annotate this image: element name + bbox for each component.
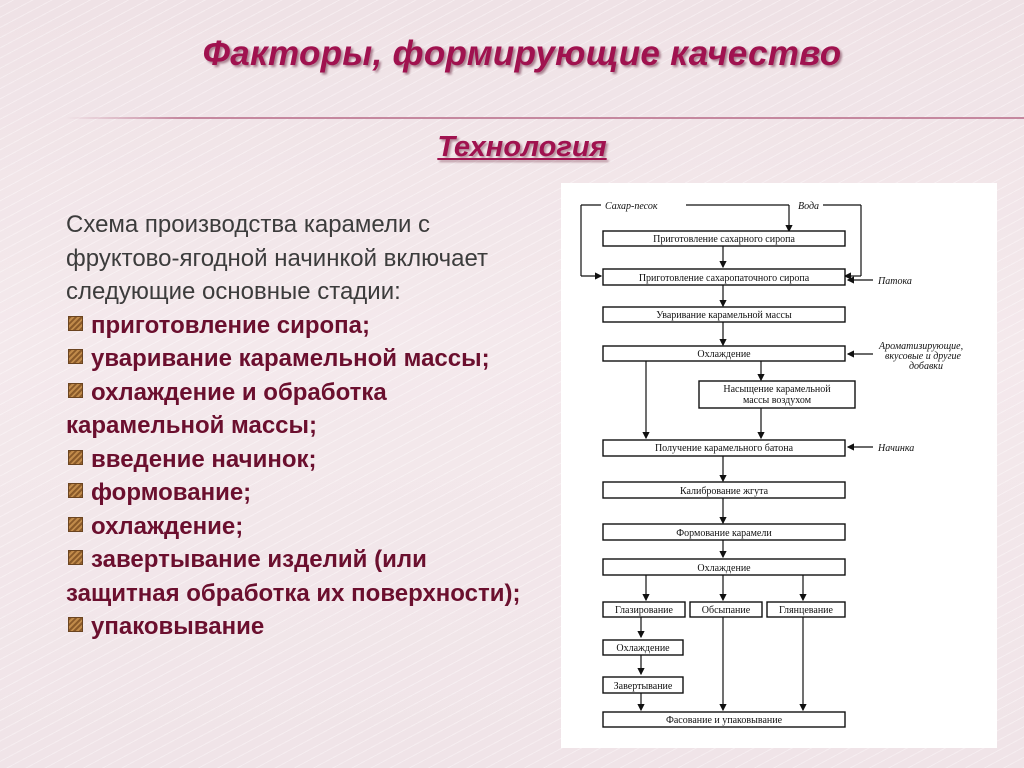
- box-label: Глазирование: [615, 605, 673, 616]
- input-label-water: Вода: [798, 201, 819, 212]
- stage-list: приготовление сиропа; уваривание карамел…: [66, 309, 536, 644]
- title-divider: [66, 117, 1024, 119]
- stage-label: охлаждение и обработка карамельной массы…: [66, 378, 387, 440]
- input-label-additives: добавки: [909, 361, 943, 372]
- stage-item: упаковывание: [66, 610, 536, 644]
- stage-label: упаковывание: [91, 613, 265, 640]
- box-cooling-2: [602, 558, 846, 576]
- stage-label: охлаждение;: [91, 512, 244, 540]
- input-label-molasses: Патока: [877, 276, 912, 287]
- bullet-icon: [68, 550, 83, 565]
- box-label: Глянцевание: [779, 605, 833, 616]
- slide-title: Факторы, формирующие качество: [202, 34, 842, 73]
- box-cooling-1: [602, 345, 846, 362]
- box-sugar-molasses-syrup: [602, 268, 846, 286]
- box-label: Насыщение карамельной: [723, 384, 831, 395]
- box-label: Охлаждение: [616, 643, 670, 654]
- box-label: Обсыпание: [702, 605, 751, 616]
- box-sprinkling: [689, 601, 763, 618]
- input-label-additives: Ароматизирующие,: [878, 341, 963, 352]
- box-label: Фасование и упаковывание: [666, 715, 783, 726]
- box-label: массы воздухом: [743, 395, 812, 406]
- stage-item: приготовление сиропа;: [66, 309, 536, 343]
- intro-text: Схема производства карамели с фруктово-я…: [66, 211, 489, 305]
- bullet-icon: [68, 349, 83, 364]
- flowchart-panel: Приготовление сахарного сиропа Приготовл…: [561, 183, 997, 748]
- box-aeration: [698, 380, 856, 409]
- box-calibration: [602, 481, 846, 499]
- box-polishing: [766, 601, 846, 618]
- body-text: Схема производства карамели с фруктово-я…: [66, 208, 536, 644]
- stage-item: уваривание карамельной массы;: [66, 342, 536, 376]
- stage-label: уваривание карамельной массы;: [91, 345, 490, 372]
- input-label-sugar: Сахар-песок: [605, 201, 658, 212]
- stage-item: охлаждение;: [66, 510, 536, 544]
- input-label-additives: вкусовые и другие: [885, 351, 961, 362]
- box-label: Получение карамельного батона: [655, 443, 794, 454]
- bullet-icon: [68, 382, 83, 398]
- box-sugar-syrup: [602, 230, 846, 247]
- stage-label: введение начинок;: [91, 445, 317, 473]
- stage-item: формование;: [66, 476, 536, 510]
- box-label: Приготовление сахаропаточного сиропа: [639, 273, 810, 284]
- bullet-icon: [68, 483, 83, 498]
- box-wrapping: [602, 676, 684, 694]
- box-cooling-3: [602, 639, 684, 656]
- stage-label: приготовление сиропа;: [91, 311, 370, 339]
- stage-label: формование;: [91, 479, 252, 506]
- section-subtitle: Технология: [437, 131, 607, 163]
- input-label-filling: Начинка: [877, 443, 914, 454]
- box-label: Охлаждение: [697, 563, 751, 574]
- box-label: Формование карамели: [676, 528, 772, 539]
- bullet-icon: [68, 449, 83, 465]
- box-label: Калибрование жгута: [680, 486, 769, 497]
- box-label: Приготовление сахарного сиропа: [653, 234, 795, 245]
- bullet-icon: [68, 516, 83, 532]
- stage-item: охлаждение и обработка карамельной массы…: [66, 376, 536, 443]
- box-packing: [602, 711, 846, 728]
- stage-item: завертывание изделий (или защитная обраб…: [66, 543, 536, 610]
- stage-item: введение начинок;: [66, 443, 536, 477]
- bullet-icon: [68, 315, 83, 331]
- box-label: Охлаждение: [697, 349, 751, 360]
- flowchart: Приготовление сахарного сиропа Приготовл…: [580, 201, 963, 728]
- bullet-icon: [68, 617, 83, 632]
- box-label: Уваривание карамельной массы: [656, 310, 792, 321]
- box-glazing: [602, 601, 686, 618]
- box-forming: [602, 523, 846, 541]
- box-batch: [602, 439, 846, 457]
- box-label: Завертывание: [614, 681, 673, 692]
- box-boiling: [602, 306, 846, 323]
- stage-label: завертывание изделий (или защитная обраб…: [66, 546, 521, 607]
